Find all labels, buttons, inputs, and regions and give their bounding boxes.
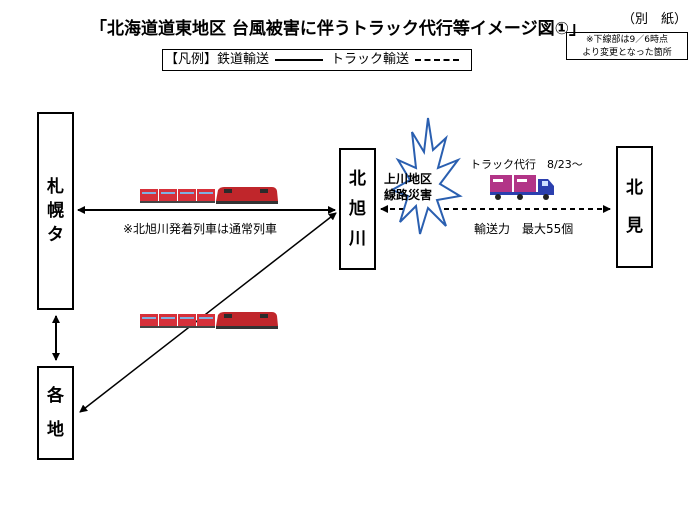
station-kitaasahikawa: 北 旭 川 (339, 148, 376, 270)
station-char: 旭 (349, 199, 366, 219)
station-char: 各 (47, 386, 64, 406)
update-note-line1: ※下線部は9／6時点 (586, 35, 668, 45)
legend-box: 【凡例】鉄道輸送 トラック輸送 (162, 49, 472, 71)
station-char: 北 (349, 169, 366, 189)
station-char: 幌 (47, 201, 64, 221)
station-char: 北 (626, 178, 643, 198)
freight-train-icon (140, 187, 278, 204)
burst-icon (389, 117, 463, 235)
disaster-label-line1: 上川地区 (384, 172, 433, 186)
truck-icon (490, 175, 554, 200)
legend-dashed-line-icon (415, 58, 460, 61)
rail-line-kitaasahikawa-kakuchi (79, 212, 337, 413)
station-char: 札 (47, 177, 64, 197)
disaster-label-line2: 線路災害 (384, 188, 433, 202)
update-note-box: ※下線部は9／6時点 より変更となった箇所 (566, 32, 688, 60)
legend-heading: 【凡例】 (165, 52, 218, 67)
truck-service-label: トラック代行 8/23～ (470, 158, 583, 171)
legend-truck-label: トラック輸送 (331, 52, 410, 67)
station-char: 川 (349, 229, 366, 249)
legend-rail-label: 鉄道輸送 (217, 52, 270, 67)
train-note: ※北旭川発着列車は通常列車 (123, 222, 278, 236)
update-note-line2: より変更となった箇所 (582, 48, 672, 58)
appendix-label: （別 紙） (622, 12, 688, 27)
station-kitami: 北 見 (616, 146, 653, 268)
station-char: 見 (626, 216, 643, 236)
station-char: タ (47, 225, 64, 245)
page-title: 「北海道道東地区 台風被害に伴うトラック代行等イメージ図①」 (90, 19, 586, 39)
disaster-label: 上川地区 線路災害 (384, 171, 432, 203)
capacity-label: 輸送力 最大55個 (474, 222, 574, 236)
station-kakuchi: 各 地 (37, 366, 74, 460)
station-char: 地 (47, 420, 64, 440)
legend-solid-line-icon (275, 58, 324, 61)
freight-train-icon (140, 312, 278, 329)
station-sapporo-terminal: 札 幌 タ (37, 112, 74, 310)
